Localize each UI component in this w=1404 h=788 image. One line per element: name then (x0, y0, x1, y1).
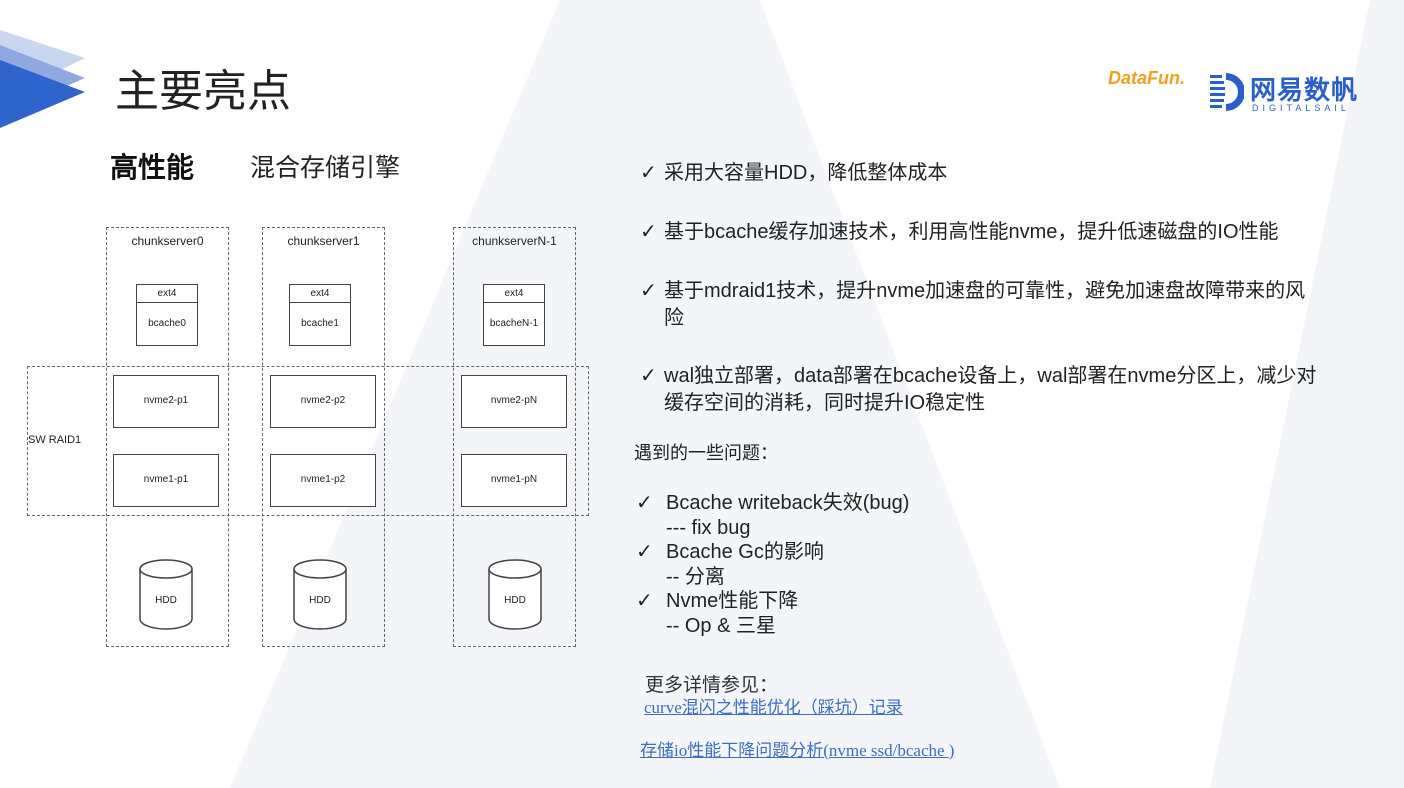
issue-note: -- 分离 (666, 565, 725, 588)
slide-title: 主要亮点 (115, 66, 291, 117)
highlight-text-cont: 险 (664, 307, 684, 329)
fs-label: ext4 (484, 285, 544, 303)
bcache-box: ext4 bcache1 (289, 284, 351, 346)
bcache-label: bcache1 (301, 318, 339, 329)
issue-item: ✓ Bcache Gc的影响-- 分离 (636, 540, 824, 589)
issue-title: Bcache writeback失效(bug) (666, 492, 910, 514)
io-performance-analysis-link[interactable]: 存储io性能下降问题分析(nvme ssd/bcache ) (640, 741, 955, 760)
issue-item: ✓ Bcache writeback失效(bug)--- fix bug (636, 491, 909, 540)
check-icon: ✓ (640, 280, 657, 302)
fs-label: ext4 (290, 285, 350, 303)
check-icon: ✓ (636, 492, 653, 514)
nvme1-partition: nvme1-pN (461, 454, 567, 507)
check-icon: ✓ (640, 221, 657, 243)
check-icon: ✓ (640, 162, 657, 184)
highlight-item: ✓ 基于mdraid1技术，提升nvme加速盘的可靠性，避免加速盘故障带来的风险 (640, 278, 1305, 332)
netease-logo: 网易数帆 DIGITALSAIL (1210, 70, 1360, 115)
issue-item: ✓ Nvme性能下降-- Op & 三星 (636, 589, 798, 638)
chunkserver-column: chunkserver0 (106, 227, 229, 647)
chunkserver-column: chunkserverN-1 (453, 227, 576, 647)
highlight-text: 基于mdraid1技术，提升nvme加速盘的可靠性，避免加速盘故障带来的风 (664, 280, 1306, 302)
check-icon: ✓ (636, 541, 653, 563)
nvme2-partition: nvme2-pN (461, 375, 567, 428)
more-details-label: 更多详情参见： (645, 675, 779, 696)
hdd-label: HDD (309, 595, 331, 606)
check-icon: ✓ (636, 590, 653, 612)
issue-title: Bcache Gc的影响 (666, 541, 824, 563)
raid-label: SW RAID1 (28, 434, 82, 446)
chunkserver-label: chunkserver0 (131, 234, 204, 248)
nvme1-partition: nvme1-p2 (270, 454, 376, 507)
highlight-text: 基于bcache缓存加速技术，利用高性能nvme，提升低速磁盘的IO性能 (664, 221, 1279, 243)
issues-heading: 遇到的一些问题： (634, 443, 778, 463)
sw-raid1-group: SW RAID1 (27, 366, 589, 516)
issue-note: --- fix bug (666, 516, 751, 539)
hdd-cylinder-icon: HDD (138, 559, 194, 631)
netease-logo-icon (1210, 73, 1244, 111)
hdd-cylinder-icon: HDD (487, 559, 543, 631)
nvme2-partition: nvme2-p2 (270, 375, 376, 428)
datafun-logo: DataFun. (1108, 68, 1186, 88)
chunkserver-column: chunkserver1 (262, 227, 385, 647)
chunkserver-label: chunkserverN-1 (472, 234, 557, 248)
highlight-text-cont: 缓存空间的消耗，同时提升IO稳定性 (664, 392, 986, 414)
issue-note: -- Op & 三星 (666, 614, 777, 637)
netease-logo-en: DIGITALSAIL (1252, 103, 1350, 113)
subtitle: 混合存储引擎 (250, 154, 401, 182)
highlight-item: ✓ 采用大容量HDD，降低整体成本 (640, 160, 947, 187)
hdd-cylinder-icon: HDD (292, 559, 348, 631)
chunkserver-label: chunkserver1 (287, 234, 360, 248)
highlight-text: wal独立部署，data部署在bcache设备上，wal部署在nvme分区上，减… (664, 365, 1317, 387)
nvme2-partition: nvme2-p1 (113, 375, 219, 428)
fs-label: ext4 (137, 285, 197, 303)
highlight-item: ✓ wal独立部署，data部署在bcache设备上，wal部署在nvme分区上，… (640, 363, 1316, 417)
bcache-label: bcache0 (148, 318, 186, 329)
netease-logo-cn: 网易数帆 (1250, 75, 1359, 105)
bcache-box: ext4 bcache0 (136, 284, 198, 346)
highlight-item: ✓ 基于bcache缓存加速技术，利用高性能nvme，提升低速磁盘的IO性能 (640, 219, 1279, 246)
subtitle-bold: 高性能 (110, 152, 195, 183)
hdd-label: HDD (155, 595, 177, 606)
bcache-box: ext4 bcacheN-1 (483, 284, 545, 346)
hdd-label: HDD (504, 595, 526, 606)
check-icon: ✓ (640, 365, 657, 387)
bcache-label: bcacheN-1 (489, 318, 539, 329)
nvme1-partition: nvme1-p1 (113, 454, 219, 507)
highlight-text: 采用大容量HDD，降低整体成本 (664, 162, 948, 184)
issue-title: Nvme性能下降 (666, 590, 799, 612)
curve-performance-link[interactable]: curve混闪之性能优化（踩坑）记录 (644, 698, 903, 717)
